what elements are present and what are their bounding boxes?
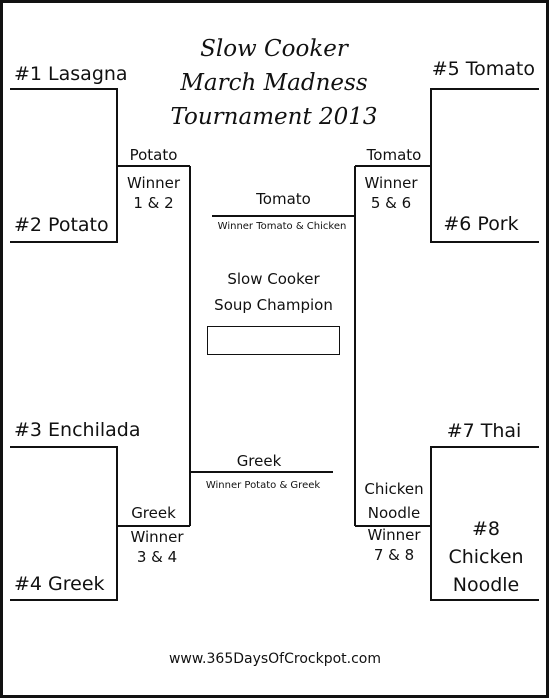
- semi-bottom-label: Winner Potato & Greek: [205, 480, 321, 491]
- semi-bottom-team: Greek: [236, 452, 282, 470]
- bracket-line-seed7: [355, 446, 539, 527]
- seed-3: #3 Enchilada: [14, 419, 141, 441]
- round2-bottom-right-team-1: Chicken: [364, 480, 424, 498]
- bracket-line-right-semi: [212, 166, 356, 526]
- round2-bottom-right-label-2: 7 & 8: [373, 546, 415, 564]
- bracket-line-seed4: [10, 526, 118, 601]
- round2-bottom-right-label-1: Winner: [367, 526, 421, 544]
- bracket-line-seed3: [10, 446, 190, 527]
- semi-top-team: Tomato: [256, 190, 311, 208]
- round2-bottom-left-label-1: Winner: [130, 528, 184, 546]
- bracket-line-seed5: [355, 88, 539, 167]
- round2-top-left-label-2: 1 & 2: [133, 194, 174, 212]
- round2-bottom-left-team: Greek: [131, 504, 176, 522]
- footer-url: www.365DaysOfCrockpot.com: [168, 651, 381, 667]
- round2-top-right-label-2: 5 & 6: [370, 194, 412, 212]
- champion-heading-2: Soup Champion: [214, 296, 333, 314]
- bracket-line-seed6: [430, 166, 539, 243]
- seed-1: #1 Lasagna: [14, 63, 128, 85]
- round2-top-right-label-1: Winner: [364, 174, 418, 192]
- seed-6: #6 Pork: [443, 213, 519, 235]
- round2-top-left-team: Potato: [129, 146, 178, 164]
- seed-4: #4 Greek: [14, 573, 105, 595]
- seed-8-line2: Chicken: [448, 546, 524, 568]
- semi-top-label: Winner Tomato & Chicken: [217, 221, 347, 232]
- seed-8-line3: Noodle: [452, 574, 520, 596]
- round2-bottom-right-team-2: Noodle: [367, 504, 421, 522]
- bracket-line-seed1: [10, 88, 190, 167]
- champion-box: [207, 326, 340, 355]
- champion-heading-1: Slow Cooker: [227, 270, 320, 288]
- title-line-1: Slow Cooker: [200, 36, 348, 62]
- seed-5: #5 Tomato: [431, 58, 535, 80]
- bracket-line-left-semi: [189, 166, 333, 526]
- round2-top-right-team: Tomato: [366, 146, 422, 164]
- title-line-2: March Madness: [180, 70, 368, 96]
- title-line-3: Tournament 2013: [170, 104, 378, 130]
- seed-8-number: #8: [471, 518, 500, 540]
- seed-7: #7 Thai: [446, 420, 522, 442]
- bracket-line-seed2: [10, 166, 118, 243]
- bracket-line-seed8: [430, 526, 539, 601]
- round2-top-left-label-1: Winner: [126, 174, 181, 192]
- seed-2: #2 Potato: [14, 214, 109, 236]
- round2-bottom-left-label-2: 3 & 4: [136, 548, 178, 566]
